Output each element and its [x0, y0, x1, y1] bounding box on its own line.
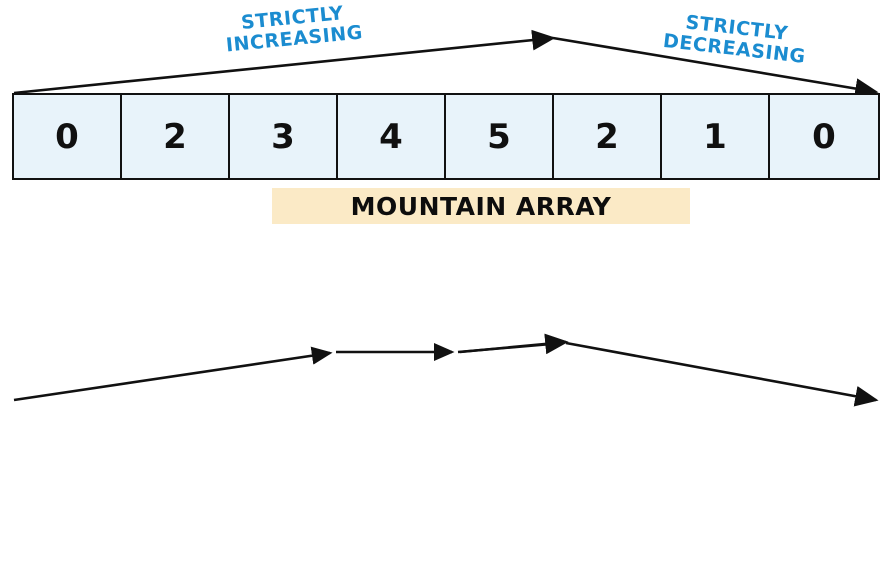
array-cell: 0 [770, 95, 878, 178]
strictly-decreasing-arrow [565, 341, 879, 407]
annotation-strictly-decreasing: STRICTLY DECREASING [661, 11, 807, 69]
mountain-array-cells: 0 2 3 4 5 2 1 0 [12, 93, 880, 180]
array-cell: 0 [14, 95, 122, 178]
not-mountain-trend-arrows [13, 333, 879, 407]
array-cell: 5 [446, 95, 554, 178]
array-cell: 2 [554, 95, 662, 178]
peak-arrow [459, 333, 569, 355]
array-cell: 2 [122, 95, 230, 178]
array-cell: 1 [662, 95, 770, 178]
increasing-not-strictly-arrow-b [457, 341, 564, 354]
mountain-array-caption: MOUNTAIN ARRAY [272, 188, 690, 224]
array-cell: 3 [230, 95, 338, 178]
not-mountain-array-diagram: INCREASING, BUT NOT STRICTLY STRICTLY DE… [0, 290, 892, 563]
array-cell: 4 [338, 95, 446, 178]
mountain-array-diagram: STRICTLY INCREASING STRICTLY DECREASING … [0, 0, 892, 240]
annotation-strictly-increasing: STRICTLY INCREASING [224, 2, 364, 57]
increasing-not-strictly-arrow-a [13, 346, 333, 402]
